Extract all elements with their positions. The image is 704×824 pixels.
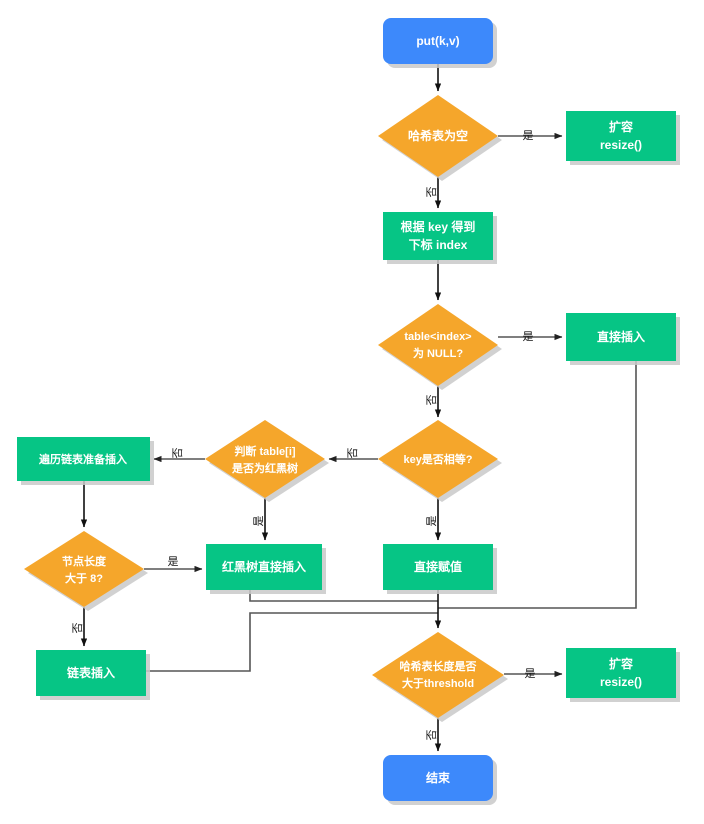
node-size-threshold-decision[interactable]: 哈希表长度是否 大于threshold <box>372 632 508 722</box>
edge-label-keyequal-yes: 是 <box>425 516 438 527</box>
edge-label-sizecheck-yes: 是 <box>525 667 536 680</box>
edge-listins-to-sizecheck <box>146 612 438 672</box>
node-end-body[interactable] <box>383 755 493 801</box>
node-traverse-list-body[interactable] <box>17 437 150 481</box>
edge-label-lengt8-yes: 是 <box>168 555 179 568</box>
edge-label-isrbtree-no: 否 <box>172 448 184 459</box>
node-is-redblack-tree-body[interactable] <box>205 420 325 498</box>
node-node-length-body[interactable] <box>24 531 144 607</box>
node-hash-empty-body[interactable] <box>378 95 498 177</box>
node-compute-index-body[interactable] <box>383 212 493 260</box>
node-resize-bottom[interactable]: 扩容 resize() <box>566 648 680 702</box>
node-direct-insert[interactable]: 直接插入 <box>566 313 680 365</box>
edge-label-sizecheck-no: 否 <box>426 730 438 741</box>
edge-label-empty-yes: 是 <box>523 129 534 142</box>
node-resize-bottom-body[interactable] <box>566 648 676 698</box>
node-direct-assign-body[interactable] <box>383 544 493 590</box>
node-size-threshold-body[interactable] <box>372 632 504 718</box>
node-key-equal-body[interactable] <box>378 420 498 498</box>
edge-label-keyequal-no: 否 <box>347 448 359 459</box>
node-redblack-insert-body[interactable] <box>206 544 322 590</box>
node-resize-top-body[interactable] <box>566 111 676 161</box>
edge-label-nullcheck-no: 否 <box>426 395 438 406</box>
node-start-body[interactable] <box>383 18 493 64</box>
node-key-equal-decision[interactable]: key是否相等? <box>378 420 502 502</box>
node-table-null-decision[interactable]: table<index> 为 NULL? <box>378 304 502 390</box>
edge-label-isrbtree-yes: 是 <box>252 516 265 527</box>
edge-label-empty-no: 否 <box>426 187 438 198</box>
node-direct-insert-body[interactable] <box>566 313 676 361</box>
node-table-null-body[interactable] <box>378 304 498 386</box>
edge-label-nullcheck-yes: 是 <box>523 330 534 343</box>
edge-label-lengt8-no: 否 <box>72 623 84 634</box>
node-list-insert-body[interactable] <box>36 650 146 696</box>
edge-insertdirect-to-sizecheck <box>438 361 637 609</box>
node-traverse-list[interactable]: 遍历链表准备插入 <box>17 437 154 485</box>
